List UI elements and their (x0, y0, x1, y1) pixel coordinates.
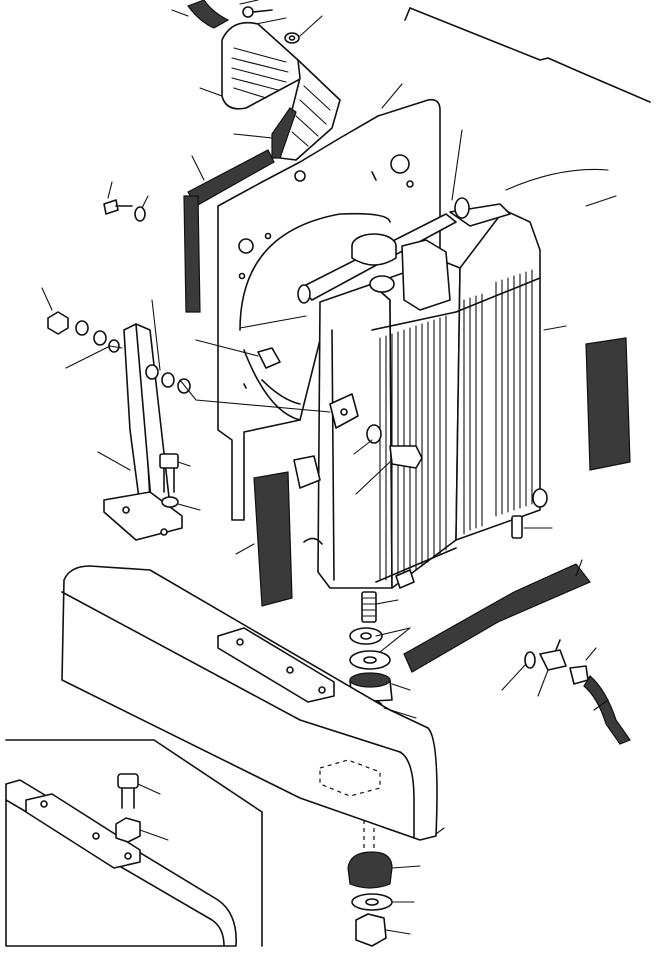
drain-hose (569, 665, 631, 745)
foam-seal-front-lower (253, 471, 293, 607)
radiator-core (317, 203, 541, 589)
bolt (242, 6, 273, 18)
bolt (103, 199, 133, 215)
mounting-bracket (293, 455, 323, 545)
mounting-stud (361, 591, 377, 623)
rubber-mount-lower (347, 851, 393, 889)
washer (349, 627, 383, 645)
foam-seal-left (183, 195, 201, 313)
washer (351, 893, 393, 911)
mesh-guard (221, 21, 341, 161)
nut (355, 913, 387, 947)
drain-cock (539, 639, 567, 671)
fan-shroud-plate (217, 98, 441, 521)
fan-opening (239, 212, 391, 421)
frame-base (61, 565, 438, 841)
foam-seal-top-left (271, 107, 297, 159)
nut (47, 311, 69, 335)
mounting-stud (511, 488, 548, 539)
washer (75, 320, 191, 394)
inset-frame-detail (5, 739, 263, 947)
washer (134, 206, 146, 222)
washer (366, 424, 382, 444)
radiator-cover-outline (404, 7, 651, 103)
drain-cock (395, 569, 415, 589)
bolt (389, 445, 423, 469)
radiator-cap (351, 233, 397, 293)
washer (284, 32, 300, 44)
foam-seal-right (585, 337, 631, 471)
bolt (159, 453, 179, 508)
reserve-tank (401, 239, 451, 311)
upper-hose (187, 0, 230, 29)
foam-seal-bottom (403, 563, 591, 673)
mounting-bracket (257, 347, 359, 429)
washer (524, 651, 536, 669)
leader-lines (41, 0, 617, 935)
